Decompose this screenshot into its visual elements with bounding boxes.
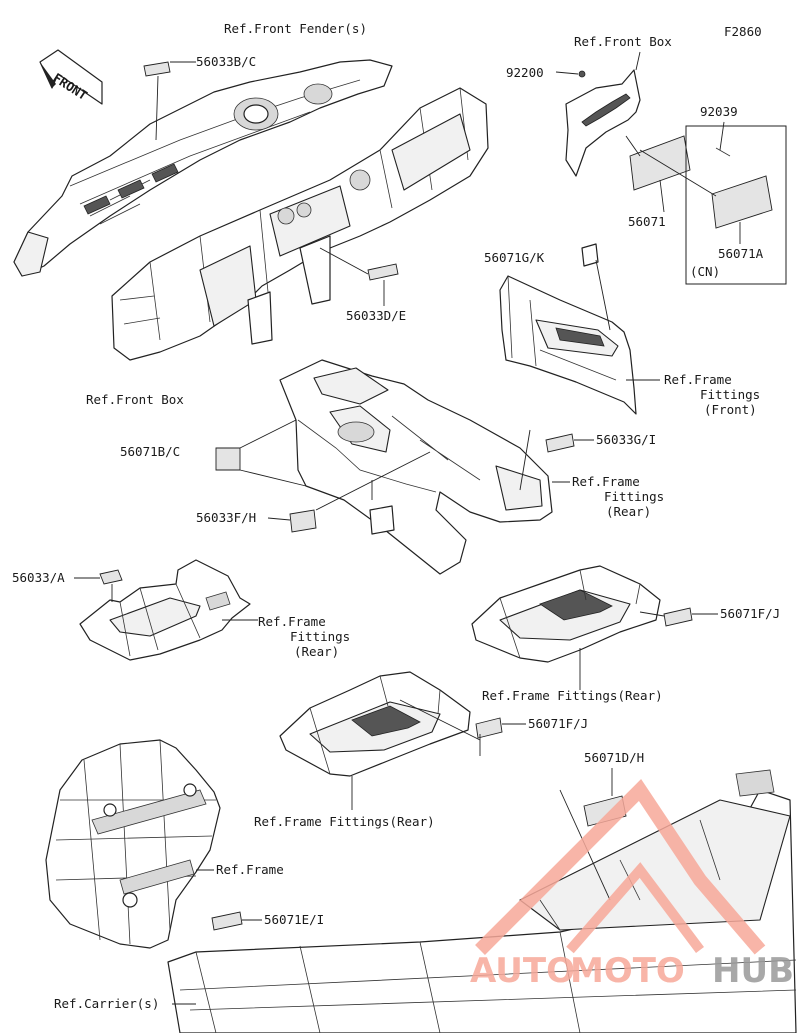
callout-cn: (CN)	[690, 264, 720, 279]
callout-ref-front-fender: Ref.Front Fender(s)	[224, 21, 367, 36]
callout-ref-frame-fittings-rear-mid-3: (Rear)	[606, 504, 651, 519]
figure-code: F2860	[724, 24, 762, 39]
label-56071a	[711, 175, 773, 229]
front-box-dash	[111, 87, 489, 361]
label-56071	[629, 135, 691, 191]
callout-92200: 92200	[506, 65, 544, 80]
label-56033gi	[545, 433, 575, 453]
callout-56071bc: 56071B/C	[120, 444, 180, 459]
callout-ref-front-box-top: Ref.Front Box	[574, 34, 672, 49]
callout-56071dh: 56071D/H	[584, 750, 644, 765]
watermark-moto: MOTO	[570, 951, 685, 991]
watermark-auto: AUTO	[470, 951, 575, 991]
front-box-lid	[565, 69, 731, 177]
frame-fittings-front	[499, 243, 637, 415]
callout-ref-carrier: Ref.Carrier(s)	[54, 996, 159, 1011]
callout-56033a: 56033/A	[12, 570, 65, 585]
callout-ref-front-box-left: Ref.Front Box	[86, 392, 184, 407]
grommet-92200	[578, 70, 586, 78]
floor-plate-left	[79, 559, 251, 661]
watermark-logo: AUTO MOTO HUB	[470, 779, 794, 991]
callout-ref-frame-fittings-rear-left-1: Ref.Frame	[258, 614, 326, 629]
carrier-bed	[167, 769, 797, 1033]
callout-56071: 56071	[628, 214, 666, 229]
label-56033fh	[289, 509, 317, 533]
callout-ref-frame-fittings-rear-left-2: Fittings	[290, 629, 350, 644]
callout-ref-frame-fittings-rear-left-3: (Rear)	[294, 644, 339, 659]
callout-ref-frame-fittings-front-3: (Front)	[704, 402, 757, 417]
callout-56071fj-mid: 56071F/J	[528, 716, 588, 731]
front-fender-assembly	[13, 59, 393, 277]
callout-56033gi: 56033G/I	[596, 432, 656, 447]
callout-56071fj-right: 56071F/J	[720, 606, 780, 621]
callout-ref-frame-fittings-rear-mid-2: Fittings	[604, 489, 664, 504]
callout-ref-frame-fittings-rear-mid-1: Ref.Frame	[572, 474, 640, 489]
callout-56033de: 56033D/E	[346, 308, 406, 323]
callout-92039: 92039	[700, 104, 738, 119]
label-56033de	[367, 263, 399, 281]
callout-ref-frame-fittings-rear-right: Ref.Frame Fittings(Rear)	[482, 688, 663, 703]
front-arrow-icon: FRONT	[39, 49, 103, 105]
callout-ref-frame-fittings-front-2: Fittings	[700, 387, 760, 402]
center-console	[279, 359, 553, 575]
callout-56033fh: 56033F/H	[196, 510, 256, 525]
callout-56033bc: 56033B/C	[196, 54, 256, 69]
label-56071fj-right	[663, 607, 693, 627]
label-56071fj-mid	[475, 717, 503, 739]
callout-ref-frame-fittings-rear-center: Ref.Frame Fittings(Rear)	[254, 814, 435, 829]
floor-tray-center	[279, 671, 471, 777]
watermark-hub: HUB	[712, 951, 794, 991]
callout-56071a: 56071A	[718, 246, 764, 261]
callout-ref-frame-fittings-front-1: Ref.Frame	[664, 372, 732, 387]
callout-56071ei: 56071E/I	[264, 912, 324, 927]
label-56033a	[99, 569, 123, 585]
label-56071bc	[215, 447, 241, 471]
label-56033bc	[143, 61, 171, 77]
label-56071ei	[211, 911, 243, 931]
callout-ref-frame: Ref.Frame	[216, 862, 284, 877]
callout-56071gk: 56071G/K	[484, 250, 545, 265]
frame-structure	[45, 739, 221, 949]
floor-tray-right	[471, 565, 661, 663]
